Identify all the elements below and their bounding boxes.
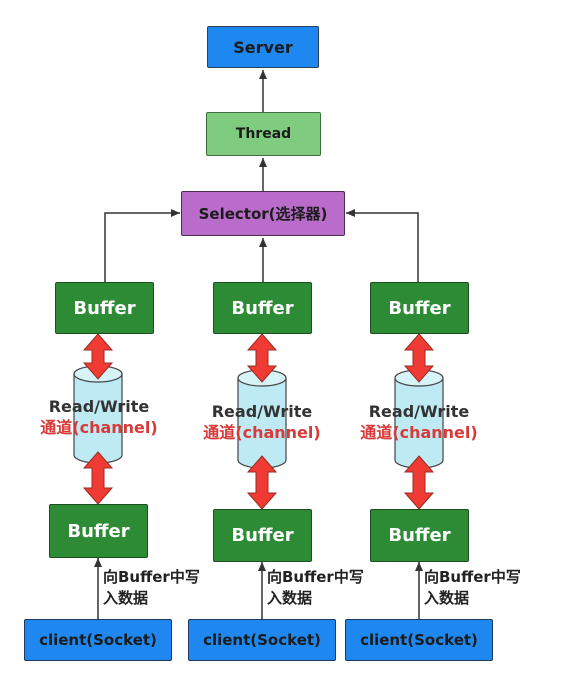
channel-name-label-1: 通道(channel) [40, 418, 158, 437]
bidirectional-arrow-top-3 [403, 333, 435, 383]
channel-rw-label-2: Read/Write [211, 402, 313, 421]
client-socket-2: client(Socket) [188, 619, 336, 661]
channel-name-label-2: 通道(channel) [203, 423, 321, 442]
channel-rw-label-1: Read/Write [48, 397, 150, 416]
thread-node: Thread [206, 112, 321, 156]
channel-label-3: Read/Write 通道(channel) [352, 401, 486, 443]
bottom-buffer-2: Buffer [213, 509, 312, 562]
left-buffer-to-selector-arrow [104, 209, 180, 282]
bidirectional-arrow-top-2 [246, 333, 278, 383]
bottom-buffer-3: Buffer [370, 509, 469, 562]
write-note-3-line1: 向Buffer中写 [424, 568, 521, 586]
client-socket-1: client(Socket) [24, 619, 172, 661]
top-buffer-2: Buffer [213, 282, 312, 334]
bidirectional-arrow-top-1 [82, 333, 114, 380]
write-note-2-line2: 入数据 [267, 589, 313, 607]
channel-label-1: Read/Write 通道(channel) [32, 396, 166, 438]
top-buffer-1: Buffer [55, 282, 154, 334]
server-node: Server [207, 26, 319, 68]
write-note-1-line2: 入数据 [103, 589, 149, 607]
right-buffer-to-selector-arrow [346, 209, 419, 282]
write-note-2-line1: 向Buffer中写 [267, 568, 364, 586]
bottom-buffer-1: Buffer [49, 504, 148, 558]
client-socket-3: client(Socket) [345, 619, 493, 661]
channel-label-2: Read/Write 通道(channel) [195, 401, 329, 443]
channel-cylinder-3 [394, 369, 444, 469]
write-note-1: 向Buffer中写 入数据 [103, 567, 200, 609]
selector-node: Selector(选择器) [181, 191, 345, 236]
write-note-2: 向Buffer中写 入数据 [267, 567, 364, 609]
top-buffer-3: Buffer [370, 282, 469, 334]
channel-name-label-3: 通道(channel) [360, 423, 478, 442]
write-note-3: 向Buffer中写 入数据 [424, 567, 521, 609]
write-note-3-line2: 入数据 [424, 589, 470, 607]
channel-rw-label-3: Read/Write [368, 402, 470, 421]
write-note-1-line1: 向Buffer中写 [103, 568, 200, 586]
